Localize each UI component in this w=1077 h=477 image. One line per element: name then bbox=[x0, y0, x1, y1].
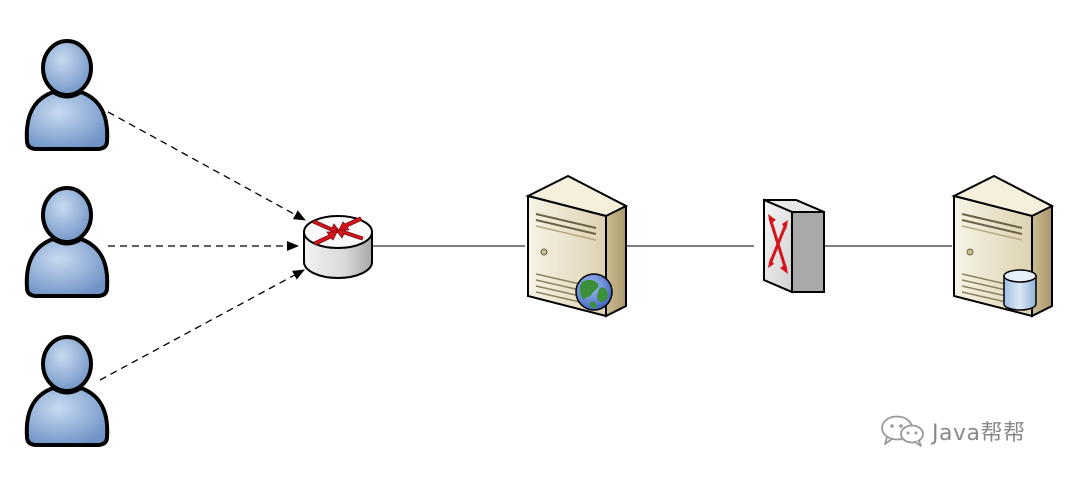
connections bbox=[99, 111, 952, 381]
switch-icon bbox=[763, 198, 825, 294]
database-icon bbox=[1003, 269, 1037, 311]
globe-icon bbox=[575, 273, 613, 311]
user-icon bbox=[24, 335, 110, 447]
router-icon bbox=[303, 215, 373, 279]
web-server-icon bbox=[527, 175, 627, 317]
database-server-icon bbox=[953, 175, 1053, 317]
user-icon bbox=[24, 186, 110, 298]
edge-user-3-router bbox=[99, 269, 305, 381]
user-icon bbox=[24, 39, 110, 151]
wechat-icon bbox=[881, 415, 924, 447]
watermark-text: Java帮帮 bbox=[932, 421, 1026, 446]
edge-user-1-router bbox=[107, 111, 306, 221]
watermark: Java帮帮 bbox=[880, 414, 1025, 448]
